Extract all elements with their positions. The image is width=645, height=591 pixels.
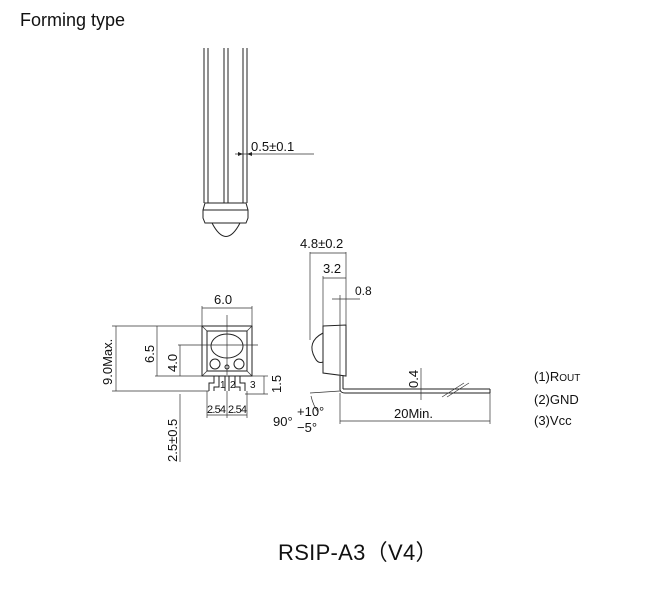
pin-legend-item-1: (1)ROUT xyxy=(534,369,581,384)
side-view: 4.8±0.2 3.2 0.8 0.4 20Min. 90° +10° −5° xyxy=(273,236,491,435)
total-height-label: 9.0Max. xyxy=(100,339,115,385)
body-width-label: 6.0 xyxy=(214,292,232,307)
page-title: Forming type xyxy=(20,10,126,30)
pin-number-2: 2 xyxy=(230,380,236,391)
front-view: 1 2 3 6.0 9.0Max. 6.5 4.0 1.5 2.54 2.54 xyxy=(100,292,284,462)
lead-bend-label: 2.5±0.5 xyxy=(165,419,180,462)
standoff-label: 1.5 xyxy=(269,375,284,393)
angle-label: 90° xyxy=(273,414,293,429)
lead-thickness-label: 0.4 xyxy=(406,370,421,388)
pin-number-3: 3 xyxy=(250,380,256,391)
package-caption: RSIP-A3（V4） xyxy=(278,540,438,565)
body-height-label: 6.5 xyxy=(142,345,157,363)
pin-legend: (1)ROUT (2)GND (3)Vcc xyxy=(534,366,580,431)
pitch-left-label: 2.54 xyxy=(207,404,226,416)
lead-width-label: 0.5±0.1 xyxy=(251,139,294,154)
pin-legend-item-3: (3)Vcc xyxy=(534,413,572,428)
lens-center-label: 4.0 xyxy=(165,354,180,372)
lead-length-label: 20Min. xyxy=(394,406,433,421)
lead-offset-label: 0.8 xyxy=(355,284,372,298)
angle-plus-label: +10° xyxy=(297,404,324,419)
depth-body-label: 3.2 xyxy=(323,261,341,276)
depth-total-label: 4.8±0.2 xyxy=(300,236,343,251)
top-view: 0.5±0.1 xyxy=(202,48,314,237)
pin-legend-item-2: (2)GND xyxy=(534,392,579,407)
pitch-right-label: 2.54 xyxy=(228,404,247,416)
angle-minus-label: −5° xyxy=(297,420,317,435)
pin-number-1: 1 xyxy=(220,380,226,391)
